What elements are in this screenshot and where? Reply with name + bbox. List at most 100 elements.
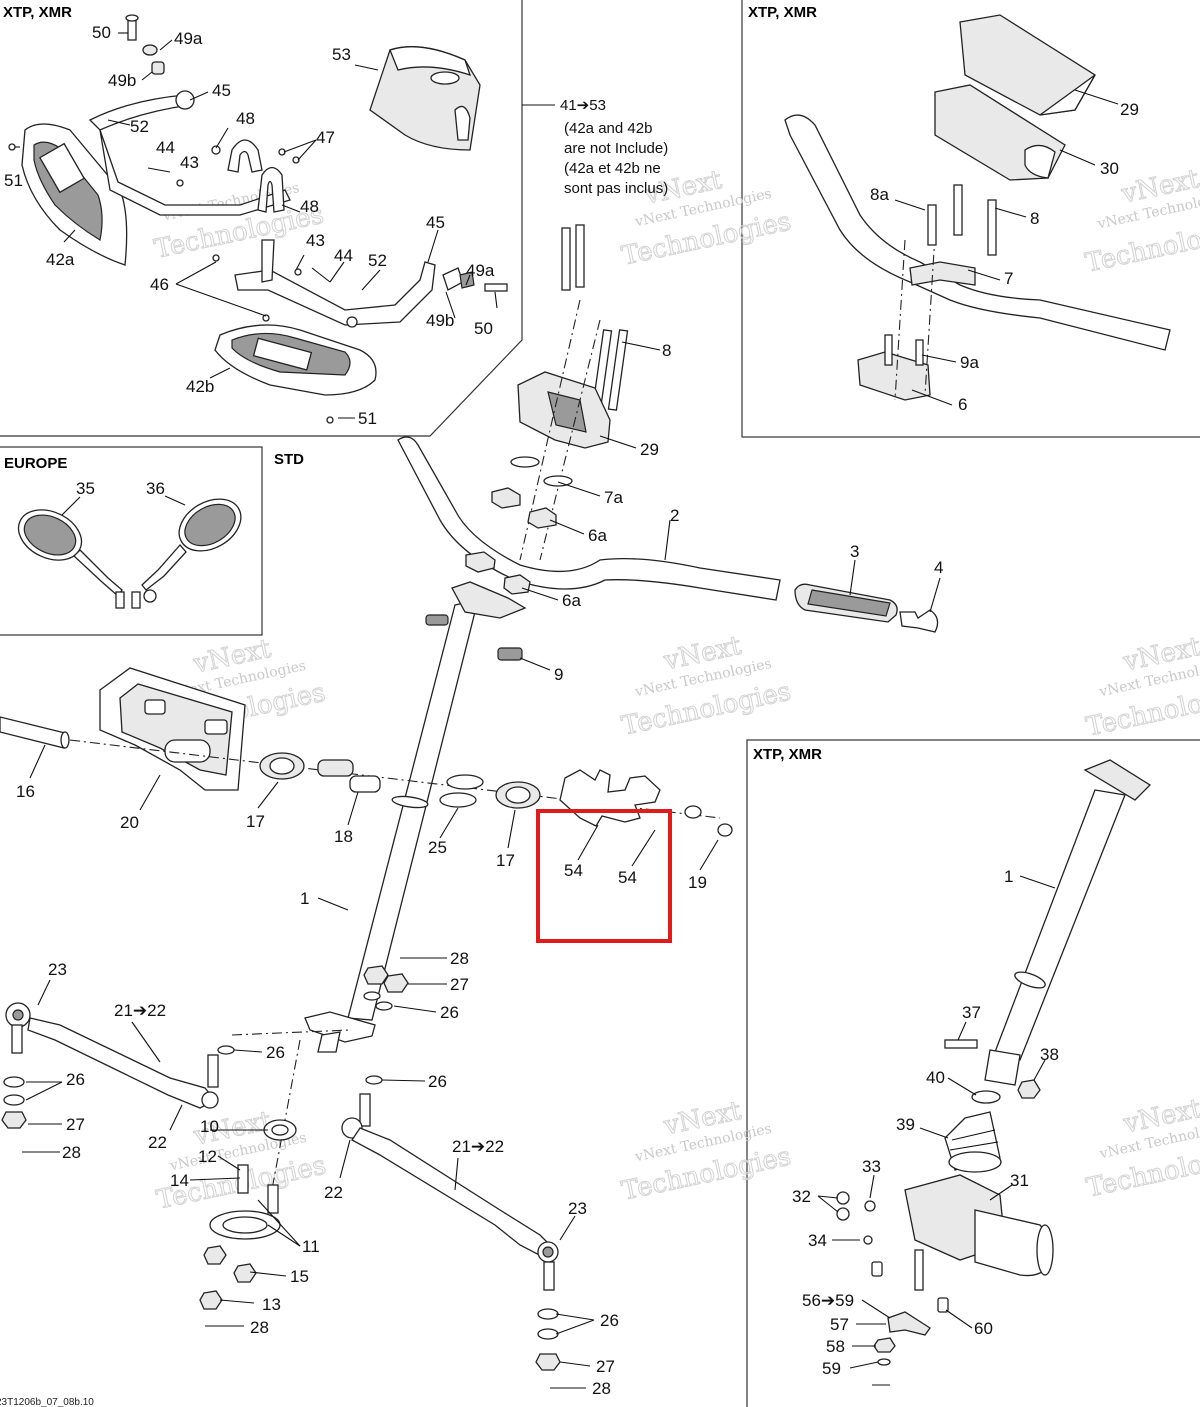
callout-label: 52 [368,251,387,270]
callout-label: 29 [1120,100,1139,119]
callout-label: 37 [962,1003,981,1022]
callout-label: 23 [48,960,67,979]
callout-label: 21➔22 [452,1137,504,1156]
callout-labels: 50 49a 49b 45 52 48 47 44 43 51 48 42a 5… [4,23,1139,1398]
stop-plate-54 [559,769,661,827]
callout-label: 19 [688,873,707,892]
callout-label: 44 [334,246,353,265]
callout-label: 7 [1004,269,1013,288]
callout-label: 43 [180,153,199,172]
callout-label: 34 [808,1231,827,1250]
leader-lines [15,32,1119,1389]
section-title-std: STD [274,451,304,468]
callout-label: 28 [592,1379,611,1398]
hand-guard-kit [8,14,508,424]
callout-label: 35 [76,479,95,498]
top-left-frame [0,0,523,437]
callout-label: 60 [974,1319,993,1338]
callout-label: 26 [600,1311,619,1330]
std-steering-assembly [0,224,939,1371]
callout-label: 40 [926,1068,945,1087]
callout-label: 45 [212,81,231,100]
callout-label: 20 [120,813,139,832]
callout-label: 22 [324,1183,343,1202]
callout-label: 49b [426,311,454,330]
callout-label: 47 [316,128,335,147]
callout-label: 16 [16,782,35,801]
callout-label: 27 [66,1115,85,1134]
highlight-label-54b: 54 [618,868,637,887]
kit-range: 41➔53 [560,97,606,114]
callout-label: 36 [146,479,165,498]
callout-label: 25 [428,838,447,857]
callout-label: 46 [150,275,169,294]
callout-label: 14 [170,1171,189,1190]
bottom-right-frame [746,739,1200,1407]
callout-label: 58 [826,1337,845,1356]
callout-label: 6 [958,395,967,414]
callout-label: 53 [332,45,351,64]
callout-label: 29 [640,440,659,459]
figure-code: 23T1206b_07_08b.10 [0,1397,94,1407]
europe-frame [0,446,263,636]
steering-column-xtp [994,789,1126,1061]
highlight-box [536,809,672,943]
handlebar-2 [397,436,781,601]
callout-label: 6a [588,526,607,545]
callout-label: 17 [496,851,515,870]
callout-label: 51 [358,409,377,428]
callout-label: 9 [554,665,563,684]
callout-label: 27 [596,1357,615,1376]
callout-label: 23 [568,1199,587,1218]
callout-label: 49a [466,261,495,280]
callout-label: 57 [830,1315,849,1334]
callout-label: 49a [174,29,203,48]
callout-label: 28 [62,1143,81,1162]
callout-label: 11 [302,1237,320,1256]
top-right-frame [741,0,1200,438]
callout-label: 56➔59 [802,1291,854,1310]
callout-label: 50 [92,23,111,42]
callout-label: 8 [1030,209,1039,228]
callout-label: 10 [200,1117,219,1136]
callout-label: 42a [46,250,75,269]
callout-label: 39 [896,1115,915,1134]
guard-bracket-lower [234,261,436,326]
callout-label: 26 [428,1072,447,1091]
kit-note-line1: (42a and 42b [564,120,652,137]
kit-note-line2: are not Include) [564,140,668,157]
callout-label: 28 [250,1318,269,1337]
callout-label: 32 [792,1187,811,1206]
callout-label: 27 [450,975,469,994]
kit-note-line4: sont pas inclus) [564,180,668,197]
callout-label: 45 [426,213,445,232]
section-title-top-left: XTP, XMR [3,4,72,21]
callout-label: 26 [266,1043,285,1062]
section-title-top-right: XTP, XMR [748,4,817,21]
callout-label: 33 [862,1157,881,1176]
callout-label: 30 [1100,159,1119,178]
callout-label: 38 [1040,1045,1059,1064]
callout-label: 31 [1010,1171,1029,1190]
callout-label: 48 [300,197,319,216]
europe-mirrors [17,498,242,609]
callout-label: 59 [822,1359,841,1378]
callout-label: 12 [198,1147,217,1166]
callout-label: 1 [300,889,309,908]
callout-label: 7a [604,488,623,507]
callout-label: 4 [934,558,943,577]
kit-note-line3: (42a et 42b ne [564,160,661,177]
highlight-label-54a: 54 [564,861,583,880]
callout-label: 50 [474,319,493,338]
callout-label: 44 [156,138,175,157]
section-title-bottom-right: XTP, XMR [753,746,822,763]
callout-label: 52 [130,117,149,136]
callout-label: 9a [960,353,979,372]
callout-label: 8a [870,185,889,204]
callout-label: 26 [440,1003,459,1022]
callout-label: 17 [246,812,265,831]
callout-label: 21➔22 [114,1001,166,1020]
callout-label: 13 [262,1295,281,1314]
